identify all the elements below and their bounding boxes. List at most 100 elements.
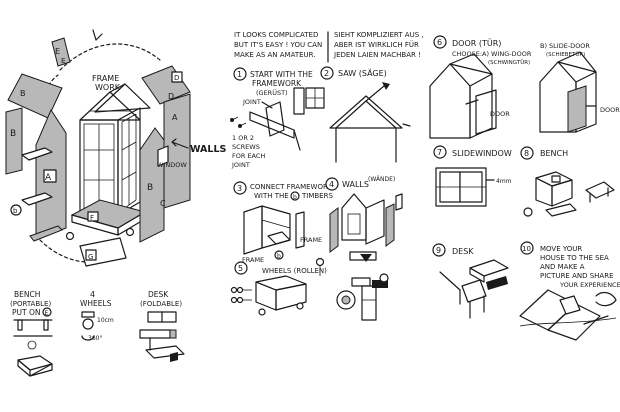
step-9-desk: 9 DESK (432, 243, 509, 319)
panel-f (87, 211, 99, 222)
svg-text:A: A (172, 113, 178, 122)
desk-accessory: DESK (FOLDABLE) (139, 290, 185, 362)
exploded-house-view: E E B B A b (5, 29, 227, 267)
panel-g-floor: G (79, 237, 127, 267)
svg-text:B: B (147, 183, 153, 193)
step-number-badge (433, 145, 447, 159)
step-number-badge (234, 261, 248, 275)
step-number-badge (432, 243, 446, 257)
svg-text:9: 9 (436, 246, 441, 255)
svg-text:6: 6 (437, 38, 442, 47)
svg-text:BENCH: BENCH (540, 149, 568, 158)
svg-text:FRAME: FRAME (242, 256, 264, 264)
svg-text:YOUR EXPERIENCE.: YOUR EXPERIENCE. (559, 281, 620, 289)
svg-text:PUT ON: PUT ON (12, 308, 41, 317)
shelf-left-1 (21, 147, 53, 161)
svg-text:JEDEN LAIEN MACHBAR !: JEDEN LAIEN MACHBAR ! (333, 51, 421, 59)
svg-text:MAKE AS AN AMATEUR.: MAKE AS AN AMATEUR. (234, 51, 316, 59)
svg-text:A: A (45, 173, 52, 183)
svg-text:DESK: DESK (148, 290, 169, 299)
svg-text:10: 10 (522, 245, 531, 253)
svg-text:START WITH THE: START WITH THE (250, 70, 313, 79)
svg-text:WITH THE: WITH THE (254, 192, 289, 200)
step-8-bench: 8 BENCH (520, 146, 615, 217)
intro-text: IT LOOKS COMPLICATED BUT IT'S EASY ! YOU… (234, 31, 424, 63)
svg-text:E: E (45, 310, 49, 317)
svg-text:360°: 360° (88, 335, 102, 342)
svg-text:4mm: 4mm (496, 178, 512, 185)
step-3-connect: 3 CONNECT FRAMEWORK WITH THE b TIMBERS b… (233, 181, 333, 264)
svg-text:(GERÜST): (GERÜST) (256, 88, 288, 97)
step-number-badge (520, 241, 534, 255)
step-4-walls: 4 WALLS (WÄNDE) (325, 176, 403, 262)
svg-text:10cm: 10cm (97, 317, 114, 324)
svg-text:JOINT: JOINT (242, 98, 261, 106)
svg-text:BUT IT'S EASY ! YOU CAN: BUT IT'S EASY ! YOU CAN (234, 41, 322, 49)
svg-text:4: 4 (90, 290, 95, 299)
svg-text:SAW (SÄGE): SAW (SÄGE) (338, 68, 387, 78)
svg-text:SIEHT KOMPLIZIERT AUS ,: SIEHT KOMPLIZIERT AUS , (334, 31, 424, 39)
step-1-framework: 1 START WITH THE FRAMEWORK (GERÜST) JOIN… (230, 67, 325, 169)
step-number-badge (520, 146, 534, 160)
svg-text:DESK: DESK (452, 247, 474, 256)
svg-text:WALLS: WALLS (342, 180, 369, 189)
svg-text:2: 2 (324, 69, 329, 78)
floor-plank-left (29, 225, 63, 242)
svg-text:4: 4 (329, 180, 334, 189)
svg-text:8: 8 (524, 149, 529, 158)
svg-text:BENCH: BENCH (14, 290, 40, 299)
step-7-slidewindow: 7 SLIDEWINDOW 4mm (433, 145, 512, 207)
wall-panel-a: A (35, 108, 67, 241)
svg-text:FRAME: FRAME (300, 236, 322, 244)
step-number-badge (320, 66, 334, 80)
svg-text:b: b (13, 207, 18, 215)
window-label: WINDOW (157, 161, 187, 169)
shelf-left-2 (21, 192, 53, 206)
frame-structure (70, 83, 151, 236)
svg-text:FRAMEWORK: FRAMEWORK (252, 79, 302, 88)
step-5-wheels: 5 WHEELS (ROLLEN) (230, 257, 327, 316)
svg-text:DOOR (TÜR): DOOR (TÜR) (452, 38, 501, 48)
svg-text:HOUSE TO THE SEA: HOUSE TO THE SEA (540, 254, 609, 262)
wheels-accessory: 4 WHEELS 10cm 360° (80, 290, 114, 342)
svg-text:b: b (293, 194, 297, 201)
svg-text:G: G (88, 253, 93, 261)
svg-text:E: E (55, 47, 60, 56)
svg-text:5: 5 (238, 264, 243, 273)
wall-panel-b (5, 107, 23, 175)
svg-text:FOR EACH: FOR EACH (232, 152, 265, 160)
svg-text:C: C (160, 199, 166, 208)
bench-accessory: BENCH (PORTABLE) PUT ON E (10, 290, 53, 377)
wheel-assembly-detail (336, 273, 389, 321)
wheel-icon (65, 231, 75, 241)
svg-text:WHEELS (ROLLEN): WHEELS (ROLLEN) (262, 267, 327, 275)
svg-text:(SCHWINGTÜR): (SCHWINGTÜR) (488, 59, 530, 66)
svg-text:SCREWS: SCREWS (232, 143, 260, 151)
step-number-badge (433, 35, 447, 49)
svg-text:(FOLDABLE): (FOLDABLE) (140, 300, 182, 308)
svg-text:A) WING-DOOR: A) WING-DOOR (482, 50, 532, 58)
svg-text:7: 7 (437, 148, 442, 157)
svg-text:B) SLIDE-DOOR: B) SLIDE-DOOR (540, 42, 590, 50)
svg-text:PICTURE AND SHARE: PICTURE AND SHARE (540, 272, 614, 280)
frame-work-label-2: WORK (95, 83, 121, 92)
step-10-sea: 10 MOVE YOUR HOUSE TO THE SEA AND MAKE A… (519, 241, 620, 341)
frame-work-label-1: FRAME (92, 74, 119, 83)
step-number-badge (233, 181, 247, 195)
svg-text:(PORTABLE): (PORTABLE) (10, 300, 51, 308)
step-number-badge (325, 177, 339, 191)
svg-text:F: F (90, 214, 94, 222)
roof-panel-left (7, 73, 63, 119)
wall-panel-c-right: B C (139, 127, 169, 243)
svg-text:3: 3 (237, 184, 242, 193)
walls-label: WALLS (190, 144, 227, 155)
svg-text:SLIDEWINDOW: SLIDEWINDOW (452, 149, 512, 158)
svg-text:WHEELS: WHEELS (80, 299, 112, 308)
svg-text:MOVE YOUR: MOVE YOUR (540, 245, 582, 253)
step-2-saw: 2 SAW (SÄGE) (320, 66, 411, 163)
svg-text:IT LOOKS COMPLICATED: IT LOOKS COMPLICATED (234, 31, 318, 39)
svg-text:b: b (277, 253, 281, 260)
roof-panel-right: D D (141, 65, 191, 105)
svg-text:CONNECT FRAMEWORK: CONNECT FRAMEWORK (250, 183, 333, 191)
